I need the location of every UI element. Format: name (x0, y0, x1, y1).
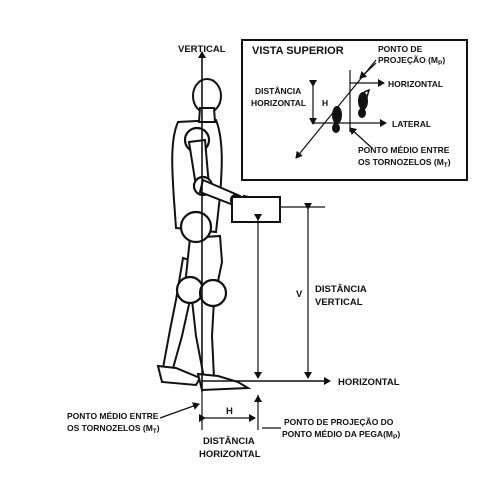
v-symbol: V (296, 289, 303, 300)
top-view-horizontal-distance-label-2: HORIZONTAL (251, 98, 306, 108)
horizontal-distance-label-2: HORIZONTAL (199, 449, 261, 460)
top-view-h-symbol: H (322, 98, 328, 108)
projection-point-label-2: PROJEÇÃO (MP) (378, 55, 445, 67)
human-figure (156, 78, 270, 392)
grip-projection-label-2: PONTO MÉDIO DA PEGA(MP) (282, 429, 400, 441)
ankle-midpoint-label-1: PONTO MÉDIO ENTRE (67, 411, 159, 421)
top-view-right-heel (358, 108, 366, 118)
top-view-title: VISTA SUPERIOR (252, 45, 344, 57)
top-view-left-heel (332, 123, 340, 133)
top-view-frame (241, 39, 468, 181)
top-view-ankle-label-1: PONTO MÉDIO ENTRE (358, 145, 450, 155)
top-view-inset: VISTA SUPERIOR PONTO DE PROJEÇÃO (MP) HO… (241, 39, 468, 181)
vertical-distance-label-2: VERTICAL (315, 297, 363, 308)
vertical-distance-label-1: DISTÂNCIA (315, 283, 367, 295)
top-view-right-foot (358, 92, 368, 110)
top-view-lateral-label: LATERAL (392, 119, 431, 129)
grip-projection-label-1: PONTO DE PROJEÇÃO DO (284, 417, 394, 427)
top-view-ankle-label-2: OS TORNOZELOS (MT) (358, 157, 451, 169)
top-view-ankle-leader (349, 127, 373, 149)
front-knee-joint (198, 278, 228, 308)
projection-point-label-1: PONTO DE (378, 44, 423, 54)
hip-joint (179, 210, 213, 244)
ankle-midpoint-leader (159, 402, 200, 419)
horizontal-axis-label: HORIZONTAL (338, 377, 400, 388)
back-knee-joint (175, 275, 205, 305)
top-view-left-foot (332, 106, 342, 124)
top-view-horizontal-label: HORIZONTAL (388, 79, 443, 89)
ankle-midpoint-label-2: OS TORNOZELOS (MT) (67, 423, 160, 435)
load-box (231, 196, 281, 223)
vertical-axis-label: VERTICAL (178, 44, 226, 55)
horizontal-distance-label-1: DISTÂNCIA (203, 435, 255, 447)
h-symbol: H (226, 406, 233, 417)
top-view-horizontal-distance-label-1: DISTÂNCIA (255, 85, 301, 96)
